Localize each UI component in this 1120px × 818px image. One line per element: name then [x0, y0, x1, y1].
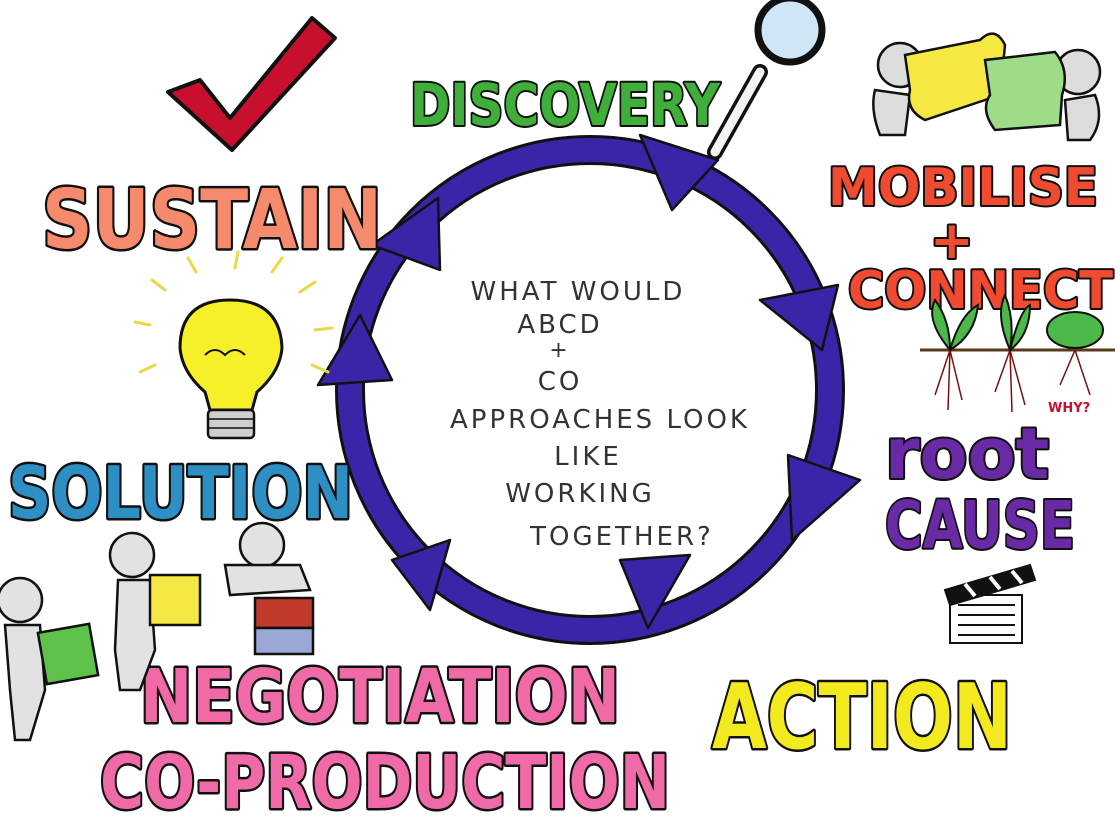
center-question-line: WHAT WOULD — [471, 277, 686, 307]
clapperboard-icon — [943, 563, 1037, 644]
stage-mobilise-label: MOBILISE — [828, 158, 1098, 218]
cycle-arrowhead — [618, 553, 692, 630]
center-question-line: TOGETHER? — [529, 522, 714, 552]
center-question-line: APPROACHES LOOK — [450, 405, 750, 435]
stage-action-label: ACTION — [712, 665, 1012, 770]
cycle-arrowhead — [370, 196, 442, 272]
stage-cause-label: CAUSE — [885, 487, 1075, 564]
why-annotation: WHY? — [1048, 401, 1090, 416]
puzzle-people-icon — [872, 32, 1102, 142]
plants-icon: WHY? — [920, 292, 1115, 416]
magnifier-icon — [707, 0, 826, 160]
checkmark-icon — [166, 16, 337, 152]
lightbulb-icon — [133, 250, 334, 440]
stage-connect-label: CONNECT — [848, 261, 1114, 321]
center-question-line: CO — [538, 367, 583, 397]
center-question-line: LIKE — [554, 442, 622, 472]
center-question-line: + — [549, 338, 570, 363]
stage-discovery-label: DISCOVERY — [410, 71, 721, 139]
stage-sustain-label: SUSTAIN — [42, 173, 382, 268]
cycle-arrowhead — [638, 133, 720, 212]
stage-plus-sign: + — [930, 211, 974, 271]
center-question-line: WORKING — [505, 479, 655, 509]
center-question: WHAT WOULD ABCD + CO APPROACHES LOOK LIK… — [450, 277, 750, 552]
people-boxes-icon — [0, 521, 315, 742]
cycle-arrowhead — [390, 538, 452, 612]
stage-root-label: root — [885, 413, 1049, 495]
cycle-arrowhead — [786, 453, 862, 542]
cycle-arrowhead — [316, 313, 394, 387]
cycle-arrowhead — [758, 283, 840, 352]
center-question-line: ABCD — [517, 310, 602, 340]
stage-negotiation-label: NEGOTIATION — [140, 654, 620, 740]
cycle-ring — [316, 133, 862, 645]
stage-coproduction-label: CO-PRODUCTION — [100, 740, 670, 818]
stage-solution-label: SOLUTION — [8, 451, 353, 535]
